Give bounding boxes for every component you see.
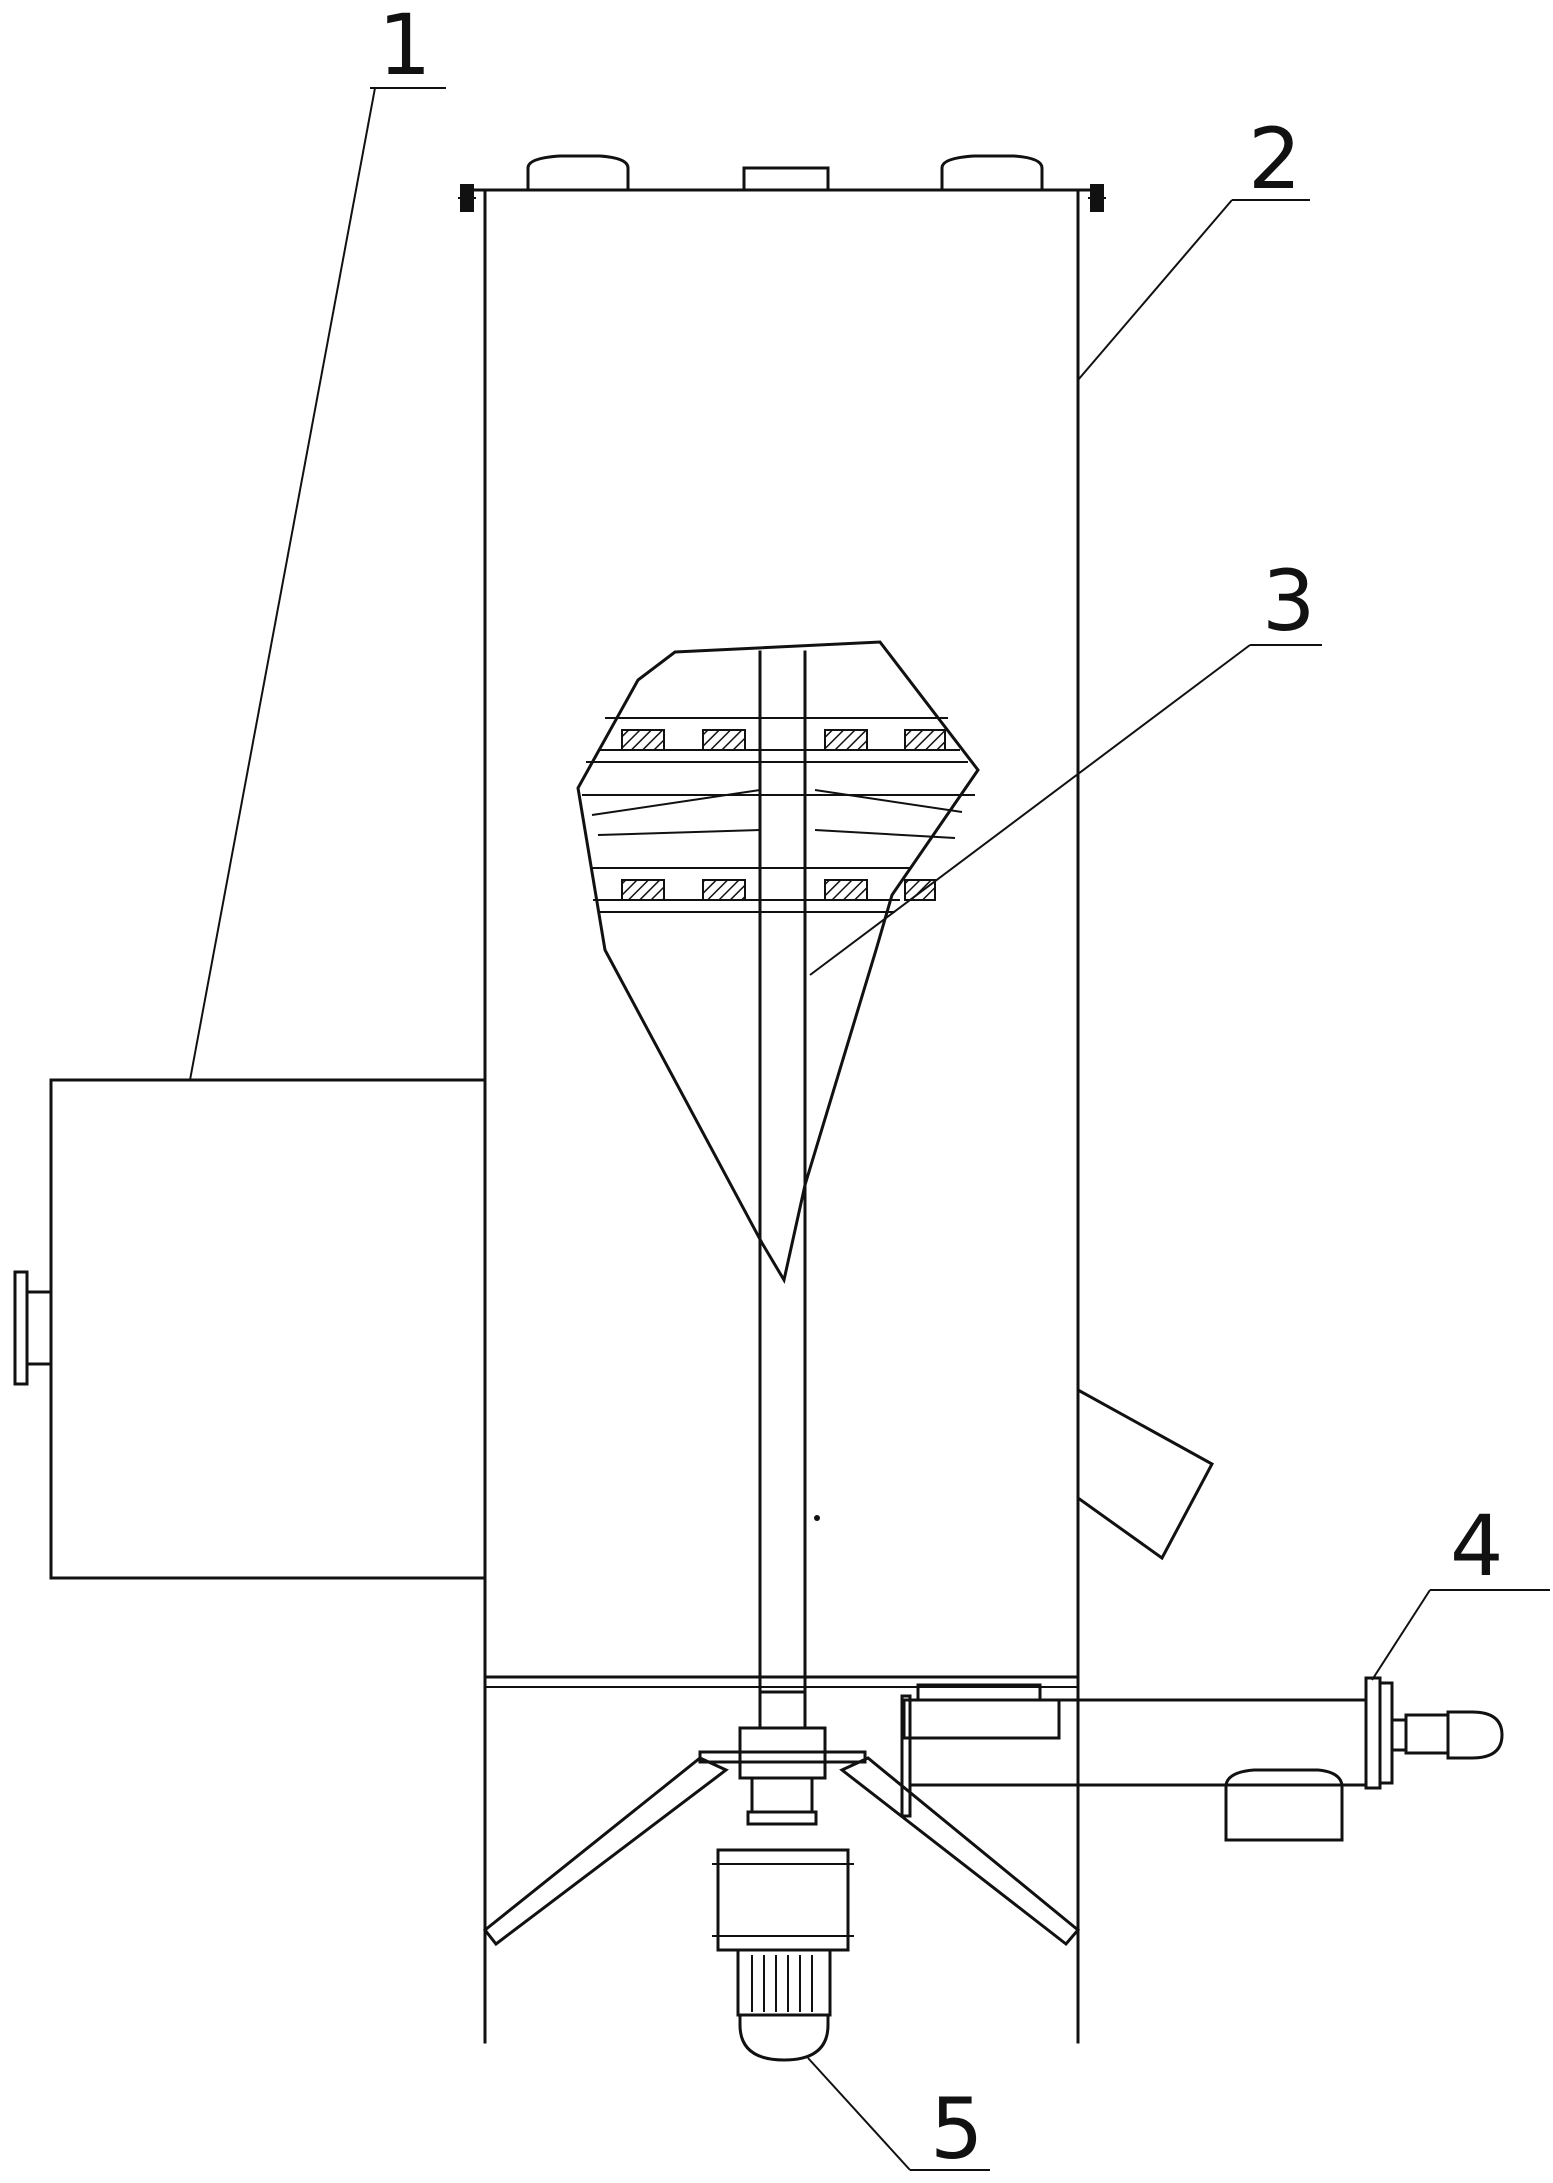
screw-conveyor xyxy=(900,1676,1504,1842)
callout-label-5: 5 xyxy=(930,2080,983,2178)
side-box xyxy=(13,1078,487,1580)
callout-label-3: 3 xyxy=(1262,552,1315,650)
base-frame xyxy=(482,1675,1081,1947)
callout-4: 4 xyxy=(1371,1497,1550,1681)
top-nozzle-right xyxy=(940,154,1044,192)
callout-3: 3 xyxy=(809,552,1322,976)
discharge-chute xyxy=(1076,1387,1215,1561)
top-nozzle-center xyxy=(742,166,830,192)
reference-dot xyxy=(814,1515,820,1521)
drive-motor xyxy=(698,1690,867,2062)
callout-label-2: 2 xyxy=(1248,110,1301,208)
callout-2: 2 xyxy=(1077,110,1310,381)
top-nozzle-left xyxy=(526,154,630,192)
callout-5: 5 xyxy=(807,2057,990,2178)
callout-label-4: 4 xyxy=(1450,1497,1503,1595)
central-shaft xyxy=(758,650,807,1694)
conical-rotor xyxy=(576,640,980,1285)
callout-1: 1 xyxy=(189,0,446,1081)
callout-label-1: 1 xyxy=(378,0,431,94)
